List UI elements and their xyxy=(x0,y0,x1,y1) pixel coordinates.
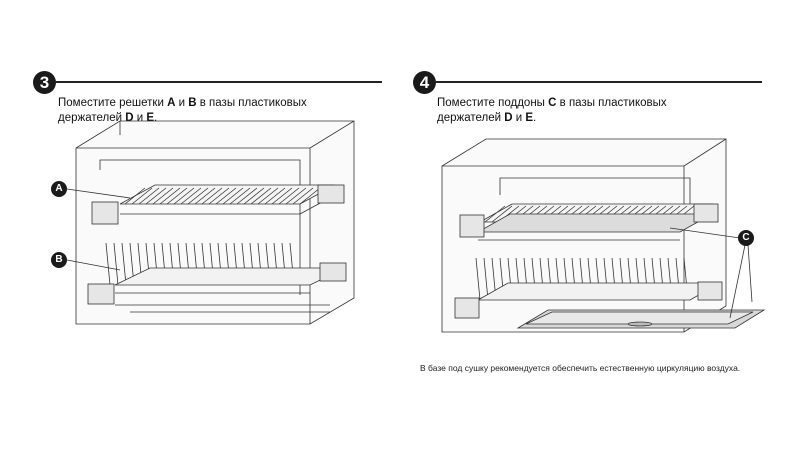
rack-tine xyxy=(173,187,195,205)
step-3-item-a: A xyxy=(167,97,176,109)
step-3-item-d: D xyxy=(125,111,134,124)
rack-tine xyxy=(152,187,174,205)
step-4-item-d: D xyxy=(504,111,513,124)
step-3-cabinet-illustration xyxy=(66,120,355,325)
rack-tine xyxy=(194,187,216,205)
step-3-and-1: и xyxy=(175,97,189,109)
step-4-divider xyxy=(436,81,762,83)
rack-tine xyxy=(113,242,119,286)
step-4-text-1: Поместите поддоны xyxy=(437,97,549,109)
step-4-cabinet-illustration xyxy=(441,138,766,333)
rack-tine xyxy=(484,205,506,223)
step-4-and-2: и xyxy=(512,111,526,124)
rack-tine xyxy=(491,205,513,223)
rack-tine xyxy=(180,187,202,205)
rack-tine xyxy=(229,187,251,205)
rack-tine xyxy=(166,187,188,205)
callout-a: A xyxy=(51,181,67,197)
step-3-text-1: Поместите решетки xyxy=(58,97,168,109)
step-3-divider xyxy=(56,81,382,83)
rack-tine xyxy=(475,257,481,301)
rack-tine xyxy=(285,187,307,205)
step-3-text-3: держателей xyxy=(58,111,126,124)
step-3-text-4: . xyxy=(154,111,158,124)
rack-tine xyxy=(236,187,258,205)
rack-tine xyxy=(124,187,146,205)
step-4-text-4: . xyxy=(533,111,537,124)
rack-tine xyxy=(250,187,272,205)
rack-tine xyxy=(145,187,167,205)
rack-tine xyxy=(159,187,181,205)
rack-tine xyxy=(243,187,265,205)
rack-tine xyxy=(278,187,300,205)
step-3-text-2: в пазы пластиковых xyxy=(196,97,307,109)
step-4-item-e: E xyxy=(525,111,534,124)
rack-tine xyxy=(187,187,209,205)
rack-tine xyxy=(292,187,314,205)
air-circulation-note: В базе под сушку рекомендуется обеспечит… xyxy=(420,363,741,373)
rack-tine xyxy=(131,187,153,205)
step-4-item-c: C xyxy=(548,97,557,109)
rack-tine xyxy=(299,187,321,205)
callout-c: C xyxy=(738,230,754,246)
rack-tine xyxy=(105,242,111,286)
step-3-instruction: Поместите решетки A и B в пазы пластиков… xyxy=(58,96,358,125)
rack-tine xyxy=(222,187,244,205)
step-4-text-3: держателей xyxy=(437,111,505,124)
rack-tine xyxy=(201,187,223,205)
rack-tine xyxy=(483,257,489,301)
rack-tine xyxy=(264,187,286,205)
step-3-item-b: B xyxy=(188,97,197,109)
callout-b: B xyxy=(51,252,67,268)
step-3-item-e: E xyxy=(146,111,155,124)
step-4-number: 4 xyxy=(413,71,436,94)
step-4-text-2: в пазы пластиковых xyxy=(556,97,667,109)
rack-tine xyxy=(208,187,230,205)
rack-tine xyxy=(257,187,279,205)
upper-rack-tines xyxy=(124,187,321,205)
step-4-instruction: Поместите поддоны C в пазы пластиковых д… xyxy=(437,96,737,125)
rack-tine xyxy=(215,187,237,205)
step-3-and-2: и xyxy=(133,111,147,124)
rack-tine xyxy=(138,187,160,205)
step-3-number: 3 xyxy=(33,71,56,94)
rack-tine xyxy=(271,187,293,205)
rack-tine xyxy=(121,242,127,286)
